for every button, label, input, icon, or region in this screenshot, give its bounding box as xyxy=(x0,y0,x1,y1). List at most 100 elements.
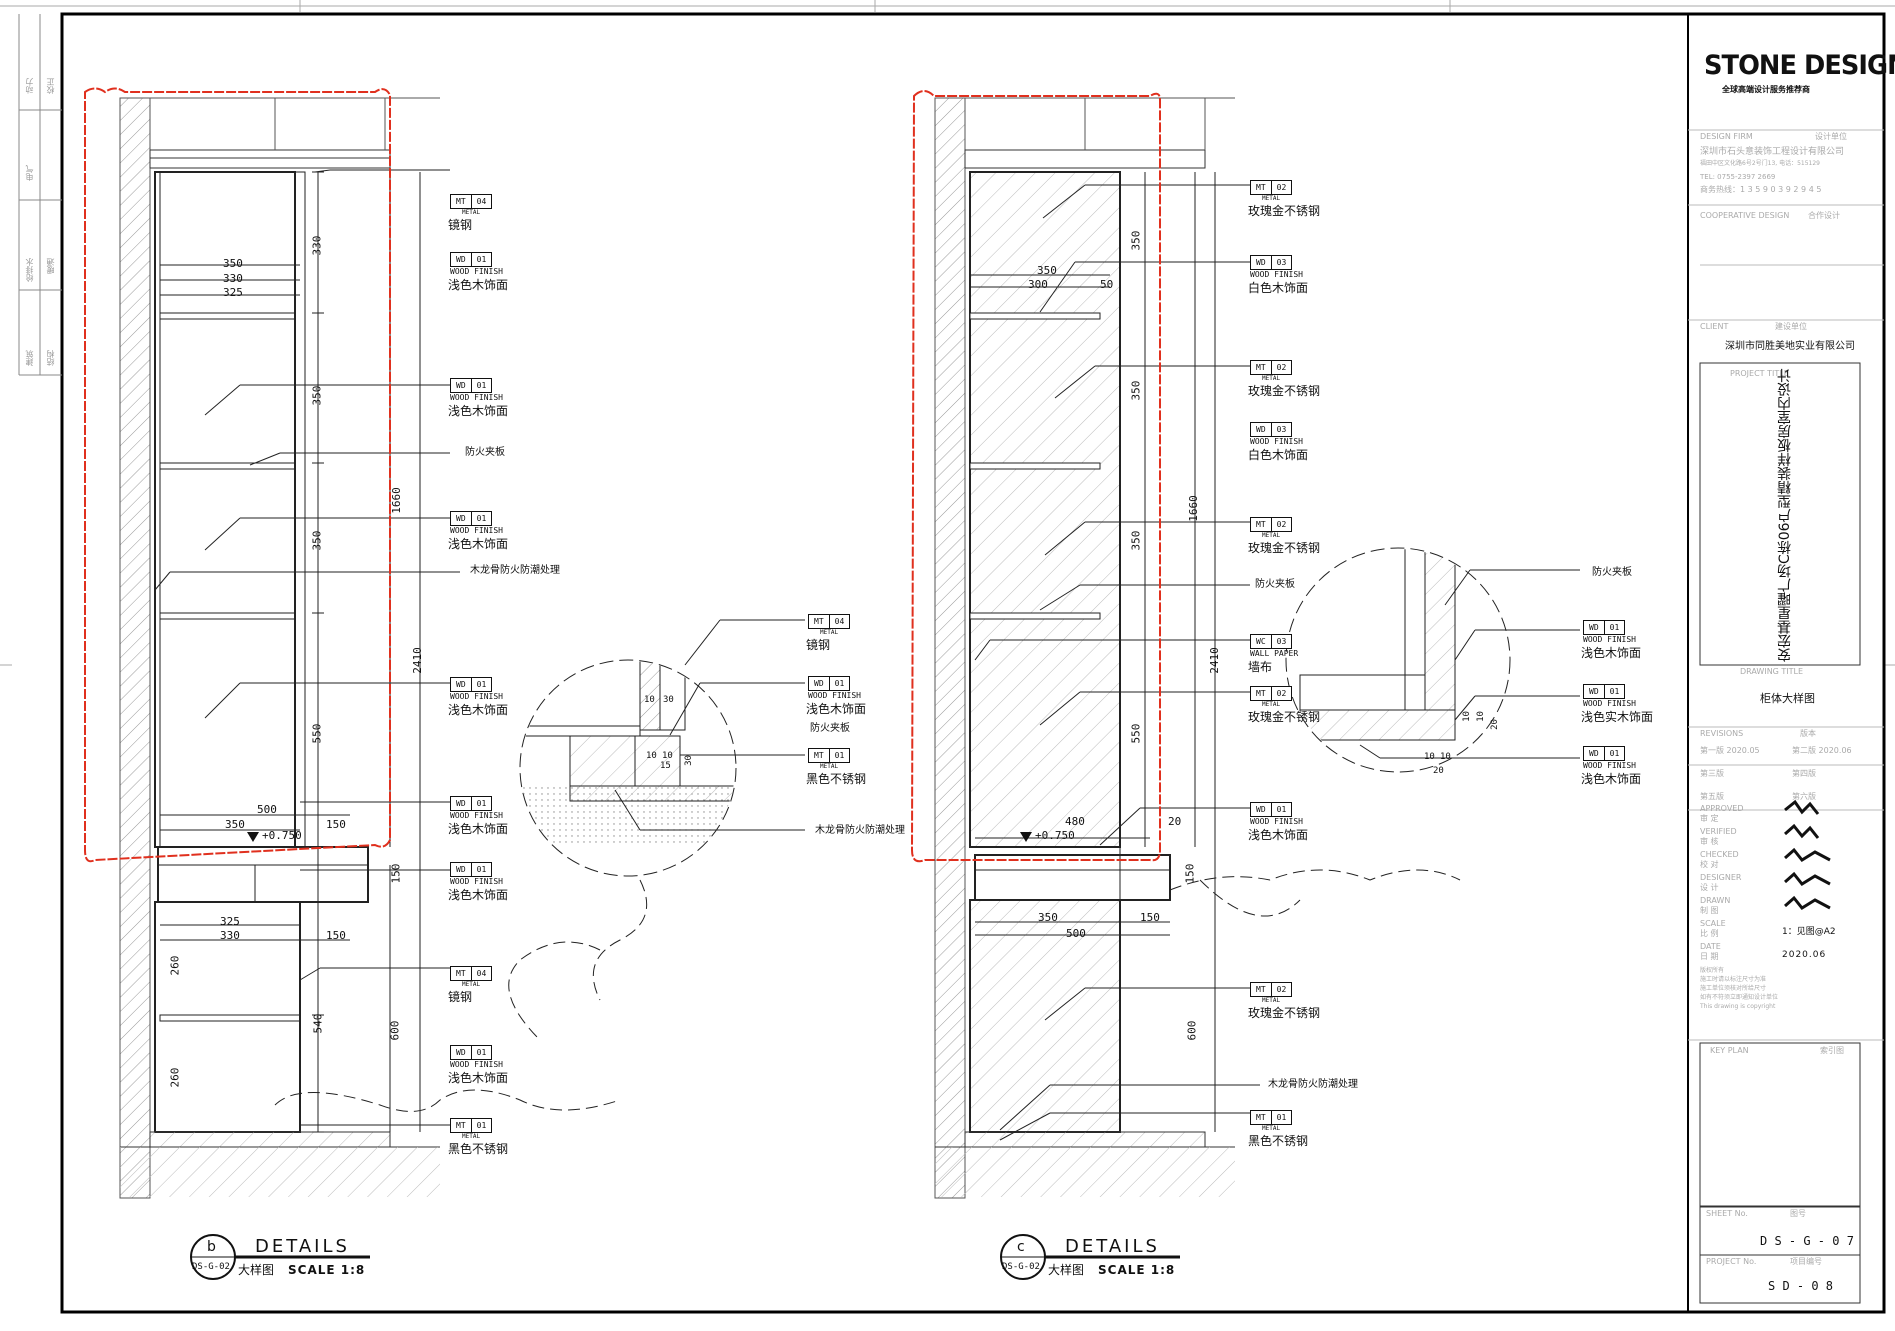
material-code: MT xyxy=(451,967,472,980)
material-number: 01 xyxy=(476,1048,487,1057)
material-number: 02 xyxy=(1276,520,1287,529)
material-name: 玫瑰金不锈钢 xyxy=(1248,710,1321,724)
detail-c-ref: DS-G-02 xyxy=(1002,1262,1040,1272)
dim-b-260a: 260 xyxy=(168,955,182,976)
sheet-cn: 图号 xyxy=(1790,1209,1806,1218)
drawn: DRAWN xyxy=(1700,896,1731,905)
copyright-2: 施工时请以标注尺寸为准 xyxy=(1700,976,1767,983)
material-code: MT xyxy=(1251,687,1272,700)
scale: SCALE xyxy=(1700,919,1726,928)
material-name: 浅色实木饰面 xyxy=(1581,710,1654,724)
dim-c-150v: 150 xyxy=(1183,863,1197,884)
material-tag: MT 01 xyxy=(808,748,851,763)
scale-cn: 比 例 xyxy=(1700,929,1719,938)
dim-mid-15: 15 xyxy=(660,761,671,771)
designer-cn: 设 计 xyxy=(1700,883,1719,892)
material-name: 黑色不锈钢 xyxy=(448,1142,509,1156)
dim-mid-10b: 10 xyxy=(646,751,657,761)
material-type: WOOD FINISH xyxy=(450,393,503,402)
copyright-3: 施工单位须核对所给尺寸 xyxy=(1700,985,1767,992)
material-number: 01 xyxy=(834,751,845,760)
dim-c-550v: 550 xyxy=(1129,723,1143,744)
dim-c-150b: 150 xyxy=(1140,911,1160,924)
material-name: 浅色木饰面 xyxy=(448,1071,509,1085)
material-type: WOOD FINISH xyxy=(450,692,503,701)
material-type: WOOD FINISH xyxy=(1583,635,1636,644)
date-cn: 日 期 xyxy=(1700,952,1719,961)
dim-b-260b: 260 xyxy=(168,1067,182,1088)
material-name: 浅色木饰面 xyxy=(1581,646,1642,660)
material-type: METAL xyxy=(462,981,481,988)
material-name: 镜钢 xyxy=(806,638,831,652)
material-type: WOOD FINISH xyxy=(1583,699,1636,708)
material-code: WD xyxy=(451,253,472,266)
note-fire-board-mid: 防火夹板 xyxy=(810,723,850,734)
material-code: MT xyxy=(1251,518,1272,531)
material-code: WD xyxy=(451,379,472,392)
revisions-cn: 版本 xyxy=(1800,729,1816,738)
material-number: 02 xyxy=(1276,985,1287,994)
detail-b-letter: b xyxy=(207,1239,216,1255)
material-number: 01 xyxy=(1609,687,1620,696)
detail-c-subtitle: 大样图 xyxy=(1048,1263,1085,1277)
dim-right-10c: 10 xyxy=(1424,752,1435,762)
verified: VERIFIED xyxy=(1700,827,1737,836)
dim-c-350b: 350 xyxy=(1038,911,1058,924)
checked-cn: 校 对 xyxy=(1700,860,1719,869)
firm-address: 福田中区文化路6号2号门13, 电话：515129 xyxy=(1700,160,1820,167)
project-title: 安宏基星曜广场C栋06户型精装样板房室内设计 xyxy=(1777,368,1793,662)
material-type: WOOD FINISH xyxy=(1250,437,1303,446)
revisions-en: REVISIONS xyxy=(1700,729,1744,738)
material-type: METAL xyxy=(1262,195,1281,202)
material-code: MT xyxy=(451,1119,472,1132)
material-number: 02 xyxy=(1276,363,1287,372)
logo-sub: 全球高端设计服务推荐商 xyxy=(1722,85,1810,94)
dim-c-2410v: 2410 xyxy=(1207,647,1221,674)
sheet-no: D S - G - 0 7 xyxy=(1760,1234,1854,1248)
material-code: WD xyxy=(1584,747,1605,760)
coop-cn: 合作设计 xyxy=(1808,211,1840,220)
detail-b-title: DETAILS xyxy=(255,1236,350,1257)
material-code: MT xyxy=(809,749,830,762)
material-code: WD xyxy=(451,512,472,525)
material-name: 镜钢 xyxy=(448,218,473,232)
material-type: METAL xyxy=(1262,997,1281,1004)
material-name: 玫瑰金不锈钢 xyxy=(1248,384,1321,398)
level-mark-c: +0.750 xyxy=(1035,829,1075,842)
material-number: 01 xyxy=(1609,749,1620,758)
material-type: METAL xyxy=(1262,1125,1281,1132)
project-no-cn: 项目编号 xyxy=(1790,1257,1822,1266)
material-number: 01 xyxy=(476,514,487,523)
dim-b-330b: 330 xyxy=(220,929,240,942)
project-title-en: PROJECT TITLE xyxy=(1730,369,1789,378)
dim-b-330a: 330 xyxy=(223,272,243,285)
material-number: 01 xyxy=(1276,1113,1287,1122)
client-name: 深圳市同胜美地实业有限公司 xyxy=(1725,341,1855,352)
detail-mid-callout xyxy=(508,619,805,1041)
client-en: CLIENT xyxy=(1700,322,1729,331)
material-code: MT xyxy=(809,615,830,628)
dim-b-150a: 150 xyxy=(326,818,346,831)
dim-mid-10c: 10 xyxy=(662,751,673,761)
detail-c-title: DETAILS xyxy=(1065,1236,1160,1257)
material-number: 04 xyxy=(476,969,487,978)
dim-b-540: 540 xyxy=(311,1013,325,1034)
dim-c-500: 500 xyxy=(1066,927,1086,940)
material-name: 浅色木饰面 xyxy=(1581,772,1642,786)
dim-right-20: 20 xyxy=(1489,719,1500,730)
dim-b-150v: 150 xyxy=(389,863,403,884)
material-code: MT xyxy=(1251,181,1272,194)
detail-b-subtitle: 大样图 xyxy=(238,1263,275,1277)
material-number: 01 xyxy=(476,680,487,689)
dim-b-325a: 325 xyxy=(223,286,243,299)
rev3: 第三版 xyxy=(1700,769,1724,778)
